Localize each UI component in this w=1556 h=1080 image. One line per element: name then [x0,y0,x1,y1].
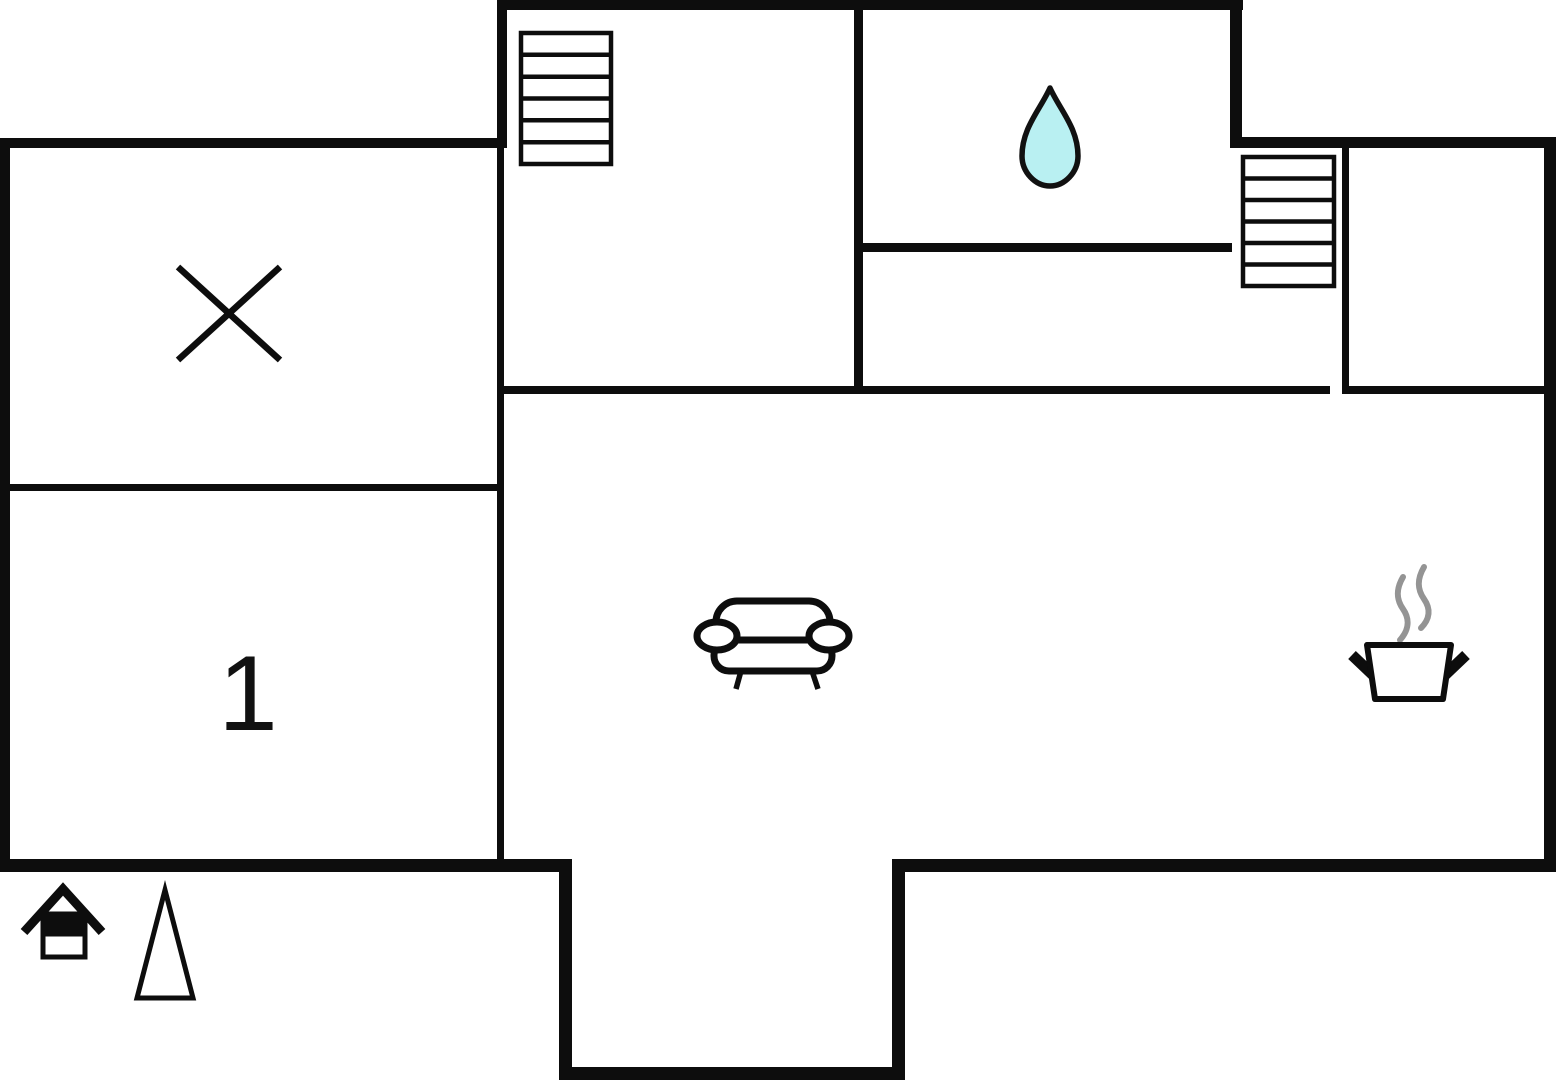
wall-entry-left [559,859,572,1080]
wall-entry-right [892,859,905,1080]
wall-left-section-top [0,138,507,148]
wall-mid-horizontal-right [1342,386,1548,394]
wall-bathroom-bottom [854,243,1232,252]
cooking-pot-icon [1348,564,1470,702]
stairs-icon-right [1240,154,1337,289]
wall-bedroom-divider [9,484,497,491]
wall-entry-bottom [559,1067,905,1080]
wall-topcenter-left [497,0,507,148]
bedroom-number-label: 1 [218,633,278,753]
wall-bathroom-left [854,9,863,391]
sofa-icon [693,597,853,690]
wall-right-outer [1544,137,1556,872]
cross-icon [175,264,283,363]
house-icon [20,882,106,960]
wall-right-section-top [1230,137,1556,148]
wall-top [497,0,1243,10]
wall-landing-divider [1342,148,1349,391]
steam-icon [1394,564,1432,643]
wall-left-outer [0,138,10,872]
wall-mid-horizontal-left [504,386,1330,394]
wall-bottom-left [0,859,571,872]
wall-bathroom-right [1230,0,1242,148]
wall-bottom-right [892,859,1556,872]
triangle-icon [133,880,197,1001]
wall-center-divider [497,148,504,859]
water-drop-icon [1019,85,1081,189]
stairs-icon-top [518,30,614,167]
